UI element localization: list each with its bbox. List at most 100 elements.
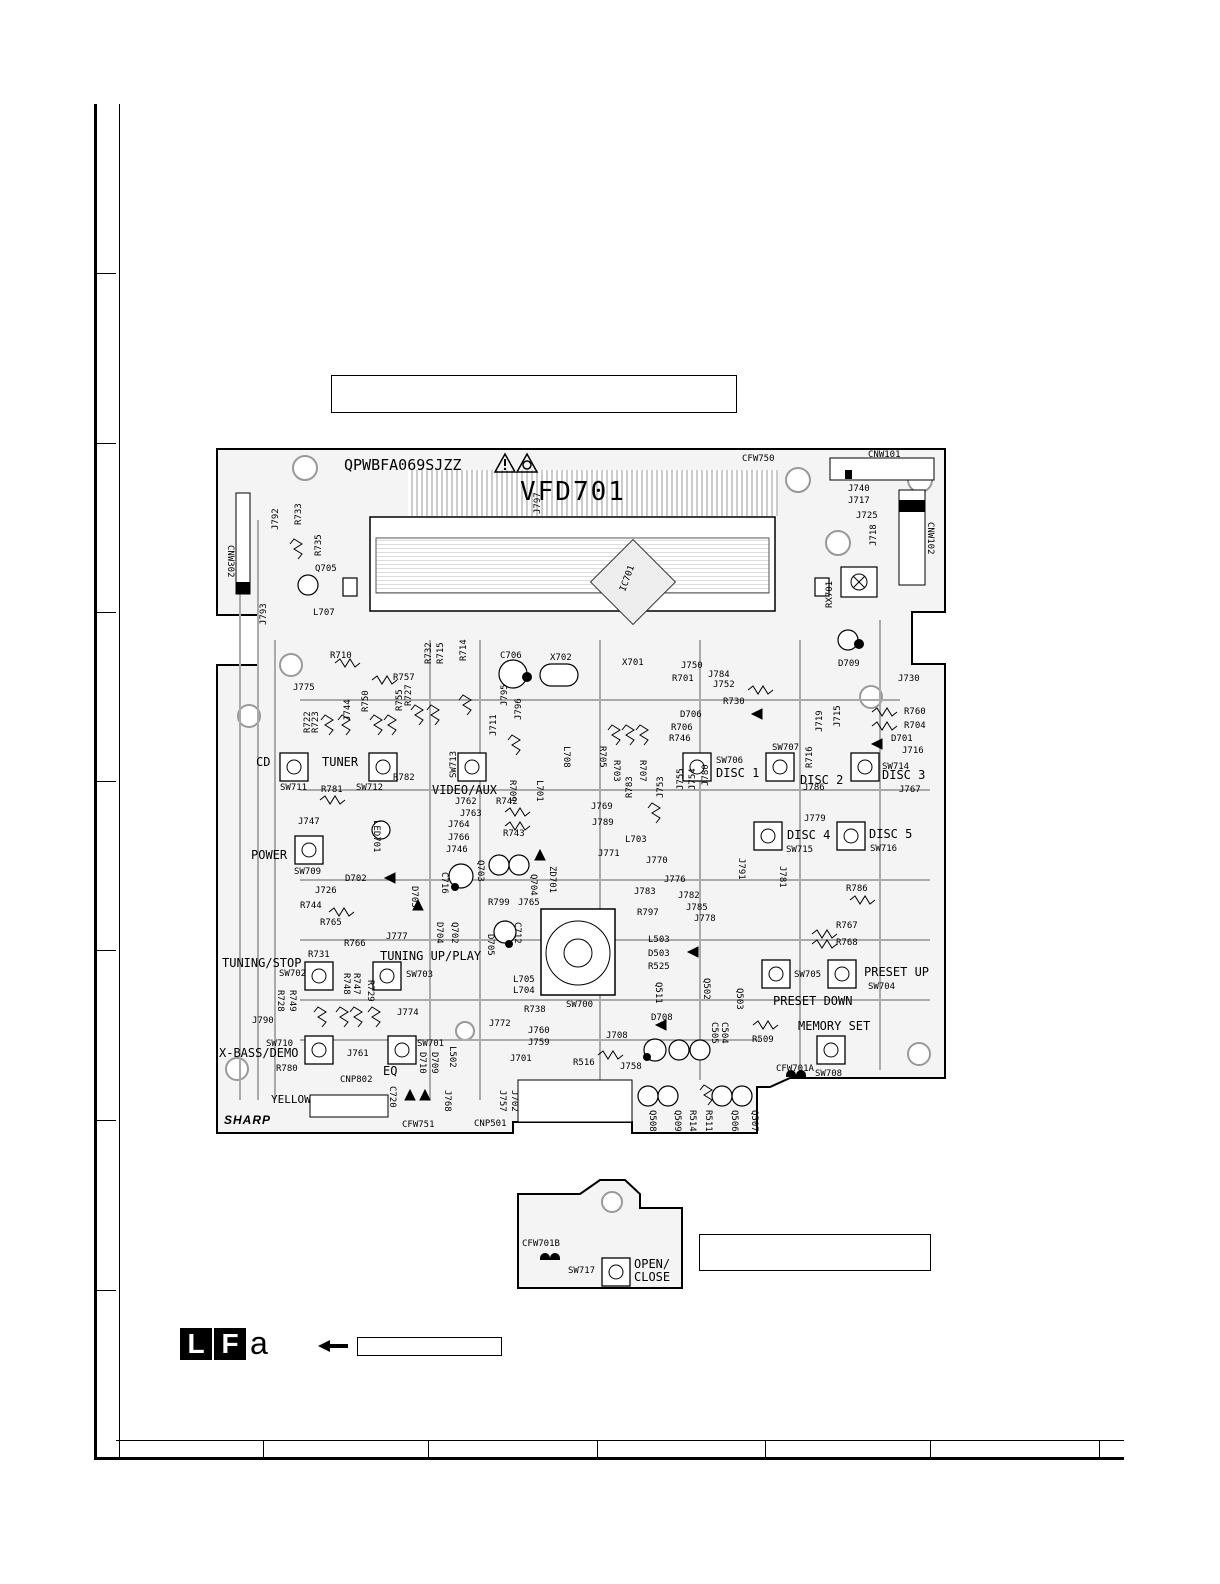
frame-row-tick [94,612,116,613]
legend-mark-f: F [214,1327,246,1360]
svg-text:J750: J750 [681,661,703,671]
svg-text:R748: R748 [341,973,351,995]
svg-text:SW706: SW706 [716,756,743,766]
button-label-disc-3: DISC 3 [882,768,926,782]
svg-text:Q508: Q508 [647,1110,657,1132]
svg-text:R715: R715 [436,642,446,664]
svg-text:R716: R716 [805,746,815,768]
svg-text:L703: L703 [625,835,647,845]
svg-text:J791: J791 [736,858,746,880]
svg-text:J761: J761 [347,1049,369,1059]
svg-text:CFW751: CFW751 [402,1120,435,1130]
svg-text:SW701: SW701 [417,1039,444,1049]
svg-text:J759: J759 [528,1038,550,1048]
svg-text:L708: L708 [561,746,571,768]
svg-text:J757: J757 [497,1090,507,1112]
svg-text:D503: D503 [648,949,670,959]
button-label-preset-down: PRESET DOWN [773,994,853,1008]
svg-text:R797: R797 [637,908,659,918]
svg-text:Q509: Q509 [672,1110,682,1132]
svg-text:LED701: LED701 [371,820,381,853]
svg-text:J740: J740 [848,484,870,494]
frame-col-tick [765,1440,766,1457]
svg-text:J786: J786 [803,783,825,793]
svg-text:R747: R747 [351,973,361,995]
svg-text:J782: J782 [678,891,700,901]
page-frame-bottom [94,1457,1124,1460]
svg-text:SW707: SW707 [772,743,799,753]
button-label-tuning-stop: TUNING/STOP [222,956,302,970]
svg-text:J797: J797 [533,492,543,514]
sub-switch-id: SW717 [568,1266,596,1276]
frame-col-tick [930,1440,931,1457]
brand-logo: SHARP [224,1113,272,1127]
svg-text:J715: J715 [833,705,843,727]
button-label-tuning-up-play: TUNING UP/PLAY [380,949,482,963]
svg-text:C716: C716 [439,872,449,894]
svg-text:L705: L705 [513,975,535,985]
svg-text:J790: J790 [252,1016,274,1026]
legend-blank-box [357,1337,502,1356]
svg-text:J755: J755 [676,768,686,790]
svg-text:R743: R743 [503,829,525,839]
svg-text:SW714: SW714 [882,762,909,772]
frame-col-tick [428,1440,429,1457]
svg-text:R516: R516 [573,1058,595,1068]
svg-text:J772: J772 [489,1019,511,1029]
svg-text:Q511: Q511 [653,982,663,1004]
svg-text:D705: D705 [485,934,495,956]
svg-text:CNW101: CNW101 [868,450,901,460]
svg-text:SW711: SW711 [280,783,307,793]
svg-text:J766: J766 [448,833,470,843]
svg-text:J718: J718 [869,524,879,546]
frame-row-tick [94,1120,116,1121]
svg-text:J783: J783 [634,887,656,897]
button-label-disc-2: DISC 2 [800,773,844,787]
frame-row-tick [94,1290,116,1291]
svg-text:J725: J725 [856,511,878,521]
svg-text:SW705: SW705 [794,970,821,980]
svg-text:CNW302: CNW302 [225,545,235,578]
svg-text:R780: R780 [276,1064,298,1074]
svg-text:Q705: Q705 [315,564,337,574]
sub-board-title-box [699,1234,931,1271]
button-label-preset-up: PRESET UP [864,965,930,979]
svg-text:D709: D709 [429,1052,439,1074]
title-box [331,375,737,413]
arrow-left-icon [318,1340,348,1352]
svg-text:R733: R733 [294,503,304,525]
svg-text:SW716: SW716 [870,844,897,854]
button-label-disc-1: DISC 1 [716,766,760,780]
frame-col-tick [1099,1440,1100,1457]
svg-text:D703: D703 [409,886,419,908]
svg-text:J726: J726 [315,886,337,896]
svg-text:R707: R707 [637,760,647,782]
svg-text:L701: L701 [534,780,544,802]
svg-text:J754: J754 [688,768,698,790]
frame-row-tick [94,443,116,444]
svg-text:R742: R742 [496,797,518,807]
svg-text:R525: R525 [648,962,670,972]
svg-text:D704: D704 [434,922,444,944]
svg-text:CFW701A: CFW701A [776,1064,815,1074]
frame-col-tick [597,1440,598,1457]
frame-row-tick [94,950,116,951]
frame-col-tick [263,1440,264,1457]
svg-text:SW708: SW708 [815,1069,842,1079]
svg-text:J702: J702 [509,1090,519,1112]
svg-text:D709: D709 [838,659,860,669]
button-label-tuner: TUNER [322,755,359,769]
svg-text:SW703: SW703 [406,970,433,980]
svg-text:J785: J785 [686,903,708,913]
svg-text:R799: R799 [488,898,510,908]
svg-text:D708: D708 [651,1013,673,1023]
legend-mark-l: L [180,1327,212,1360]
svg-text:R729: R729 [365,980,375,1002]
svg-text:Q702: Q702 [449,922,459,944]
svg-text:J777: J777 [386,932,408,942]
svg-text:J746: J746 [446,845,468,855]
svg-text:R509: R509 [752,1035,774,1045]
svg-text:CFW750: CFW750 [742,454,775,464]
svg-text:Q506: Q506 [729,1110,739,1132]
